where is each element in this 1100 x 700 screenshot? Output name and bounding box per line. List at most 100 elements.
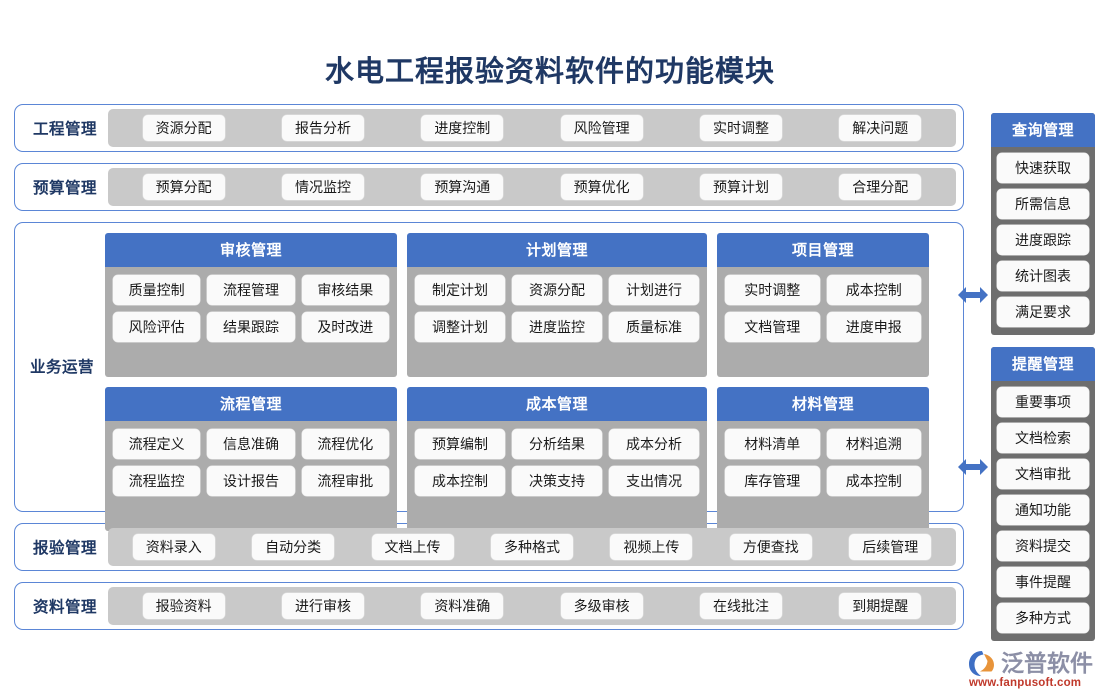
card-body: 实时调整 成本控制 文档管理 进度申报	[717, 267, 929, 377]
card-material-management: 材料管理 材料清单 材料追溯 库存管理 成本控制	[717, 387, 929, 531]
row-label-inspection: 报验管理	[32, 540, 97, 557]
card-title: 审核管理	[105, 233, 397, 267]
card-item[interactable]: 材料清单	[725, 429, 820, 459]
row-inspection-management: 报验管理 资料录入 自动分类 文档上传 多种格式 视频上传 方便查找 后续管理	[14, 523, 964, 571]
card-item[interactable]: 流程监控	[113, 466, 201, 496]
sidebar-item[interactable]: 资料提交	[997, 531, 1089, 561]
pill-item[interactable]: 资料录入	[132, 533, 215, 561]
card-item[interactable]: 文档管理	[725, 312, 820, 342]
sidebar-item[interactable]: 所需信息	[997, 189, 1089, 219]
card-plan-management: 计划管理 制定计划 资源分配 计划进行 调整计划 进度监控 质量标准	[407, 233, 707, 377]
card-item[interactable]: 风险评估	[113, 312, 201, 342]
card-item[interactable]: 信息准确	[207, 429, 295, 459]
pill-item[interactable]: 在线批注	[699, 592, 782, 620]
sidebar-item[interactable]: 快速获取	[997, 153, 1089, 183]
card-line: 库存管理 成本控制	[725, 466, 921, 496]
row-band-engineering: 资源分配 报告分析 进度控制 风险管理 实时调整 解决问题	[108, 109, 956, 147]
pill-item[interactable]: 预算优化	[560, 173, 643, 201]
double-arrow-icon	[958, 459, 988, 475]
sidebar-item[interactable]: 进度跟踪	[997, 225, 1089, 255]
card-item[interactable]: 流程定义	[113, 429, 201, 459]
card-item[interactable]: 成本控制	[415, 466, 505, 496]
double-arrow-icon	[958, 287, 988, 303]
card-item[interactable]: 调整计划	[415, 312, 505, 342]
row-document-management: 资料管理 报验资料 进行审核 资料准确 多级审核 在线批注 到期提醒	[14, 582, 964, 630]
card-line: 预算编制 分析结果 成本分析	[415, 429, 699, 459]
brand-logo: 泛普软件 www.fanpusoft.com	[968, 648, 1096, 694]
page-title: 水电工程报验资料软件的功能模块	[324, 56, 775, 88]
card-item[interactable]: 制定计划	[415, 275, 505, 305]
card-item[interactable]: 成本控制	[826, 466, 921, 496]
card-item[interactable]: 进度监控	[512, 312, 602, 342]
pill-item[interactable]: 方便查找	[729, 533, 812, 561]
card-item[interactable]: 设计报告	[207, 466, 295, 496]
card-item[interactable]: 结果跟踪	[207, 312, 295, 342]
card-line: 流程定义 信息准确 流程优化	[113, 429, 389, 459]
card-item[interactable]: 决策支持	[512, 466, 602, 496]
pill-item[interactable]: 合理分配	[839, 173, 922, 201]
pill-item[interactable]: 风险管理	[560, 114, 643, 142]
sidebar-item[interactable]: 通知功能	[997, 495, 1089, 525]
card-cost-management: 成本管理 预算编制 分析结果 成本分析 成本控制 决策支持 支出情况	[407, 387, 707, 531]
pill-item[interactable]: 进度控制	[421, 114, 504, 142]
card-spacer	[725, 349, 921, 363]
sidebar-item[interactable]: 统计图表	[997, 261, 1089, 291]
sidebar-panel-body: 重要事项 文档检索 文档审批 通知功能 资料提交 事件提醒 多种方式	[991, 381, 1095, 641]
sidebar-item[interactable]: 文档检索	[997, 423, 1089, 453]
card-line: 实时调整 成本控制	[725, 275, 921, 305]
pill-item[interactable]: 预算沟通	[421, 173, 504, 201]
business-row-1: 审核管理 质量控制 流程管理 审核结果 风险评估 结果跟踪 及时改进	[105, 233, 954, 377]
pill-item[interactable]: 解决问题	[839, 114, 922, 142]
sidebar-item[interactable]: 重要事项	[997, 387, 1089, 417]
pill-item[interactable]: 报告分析	[281, 114, 364, 142]
pill-item[interactable]: 视频上传	[610, 533, 693, 561]
card-item[interactable]: 成本分析	[609, 429, 699, 459]
card-item[interactable]: 进度申报	[826, 312, 921, 342]
row-label-document: 资料管理	[32, 599, 97, 616]
fanpu-swoosh-icon	[968, 650, 998, 677]
card-audit-management: 审核管理 质量控制 流程管理 审核结果 风险评估 结果跟踪 及时改进	[105, 233, 397, 377]
sidebar-item[interactable]: 事件提醒	[997, 567, 1089, 597]
pill-item[interactable]: 实时调整	[699, 114, 782, 142]
card-process-management: 流程管理 流程定义 信息准确 流程优化 流程监控 设计报告 流程审批	[105, 387, 397, 531]
card-item[interactable]: 库存管理	[725, 466, 820, 496]
pill-item[interactable]: 预算分配	[142, 173, 225, 201]
business-row-2: 流程管理 流程定义 信息准确 流程优化 流程监控 设计报告 流程审批	[105, 387, 954, 531]
card-item[interactable]: 流程管理	[207, 275, 295, 305]
card-item[interactable]: 预算编制	[415, 429, 505, 459]
pill-item[interactable]: 进行审核	[281, 592, 364, 620]
card-spacer	[415, 349, 699, 363]
pill-item[interactable]: 资源分配	[142, 114, 225, 142]
card-item[interactable]: 计划进行	[609, 275, 699, 305]
sidebar-item[interactable]: 文档审批	[997, 459, 1089, 489]
row-engineering-management: 工程管理 资源分配 报告分析 进度控制 风险管理 实时调整 解决问题	[14, 104, 964, 152]
pill-item[interactable]: 多种格式	[490, 533, 573, 561]
card-item[interactable]: 资源分配	[512, 275, 602, 305]
card-item[interactable]: 分析结果	[512, 429, 602, 459]
pill-item[interactable]: 报验资料	[142, 592, 225, 620]
pill-item[interactable]: 情况监控	[281, 173, 364, 201]
pill-item[interactable]: 到期提醒	[839, 592, 922, 620]
pill-item[interactable]: 后续管理	[849, 533, 932, 561]
pill-item[interactable]: 多级审核	[560, 592, 643, 620]
connector-arrow-reminder	[956, 455, 990, 479]
card-item[interactable]: 质量控制	[113, 275, 201, 305]
logo-brand-text: 泛普软件	[1001, 649, 1093, 676]
row-budget-management: 预算管理 预算分配 情况监控 预算沟通 预算优化 预算计划 合理分配	[14, 163, 964, 211]
card-item[interactable]: 质量标准	[609, 312, 699, 342]
card-item[interactable]: 及时改进	[301, 312, 389, 342]
pill-item[interactable]: 预算计划	[699, 173, 782, 201]
card-item[interactable]: 成本控制	[826, 275, 921, 305]
card-item[interactable]: 支出情况	[609, 466, 699, 496]
pill-item[interactable]: 资料准确	[421, 592, 504, 620]
card-item[interactable]: 流程优化	[301, 429, 389, 459]
pill-item[interactable]: 文档上传	[371, 533, 454, 561]
sidebar-item[interactable]: 满足要求	[997, 297, 1089, 327]
pill-item[interactable]: 自动分类	[252, 533, 335, 561]
sidebar-item[interactable]: 多种方式	[997, 603, 1089, 633]
card-body: 质量控制 流程管理 审核结果 风险评估 结果跟踪 及时改进	[105, 267, 397, 377]
card-item[interactable]: 审核结果	[301, 275, 389, 305]
card-item[interactable]: 实时调整	[725, 275, 820, 305]
card-item[interactable]: 材料追溯	[826, 429, 921, 459]
card-item[interactable]: 流程审批	[301, 466, 389, 496]
